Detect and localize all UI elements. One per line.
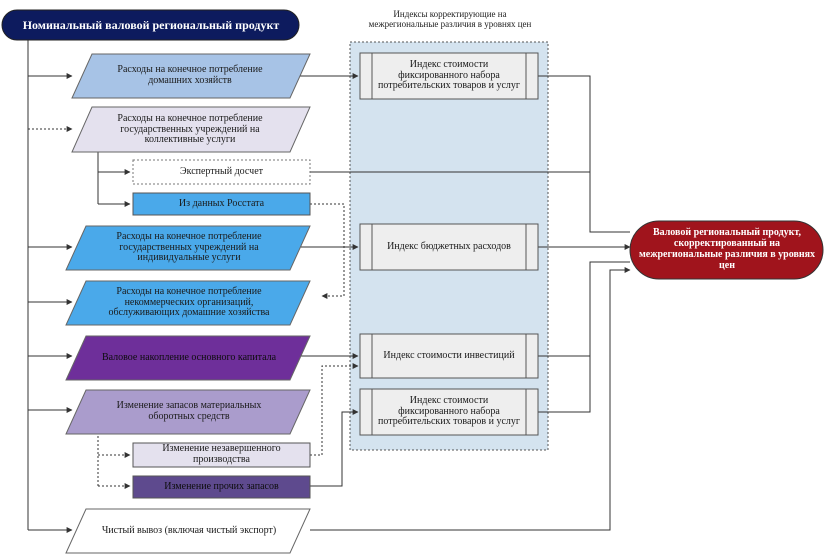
component-households: Расходы на конечное потребление домашних…: [117, 64, 263, 86]
component-net-export: Чистый вывоз (включая чистый экспорт): [101, 524, 277, 536]
index-budget: Индекс бюджетных расходов: [387, 240, 511, 252]
index-cpi-2: Индекс стоимости фиксированного набора п…: [378, 394, 520, 428]
index-investment: Индекс стоимости инвестиций: [383, 349, 515, 361]
component-inventories: Изменение запасов материальных оборотных…: [116, 400, 262, 422]
sub-item-rosstat: Из данных Росстата: [178, 197, 265, 209]
sub-item-other-stocks: Изменение прочих запасов: [164, 480, 279, 492]
sub-item-expert: Экспертный досчет: [179, 165, 263, 177]
index-cpi-1: Индекс стоимости фиксированного набора п…: [378, 58, 520, 92]
component-nonprofit: Расходы на конечное потребление некоммер…: [108, 285, 270, 319]
result-node-label: Валовой региональный продукт, скорректир…: [638, 227, 816, 271]
component-gov-collective: Расходы на конечное потребление государс…: [117, 112, 263, 146]
component-gross-capital: Валовое накопление основного капитала: [101, 351, 277, 363]
component-gov-individual: Расходы на конечное потребление государс…: [116, 230, 262, 264]
sub-item-wip: Изменение незавершенного производства: [162, 443, 281, 465]
source-node-label: Номинальный валовой региональный продукт: [22, 17, 280, 32]
index-region-title: Индексы корректирующие на межрегиональны…: [368, 9, 532, 29]
